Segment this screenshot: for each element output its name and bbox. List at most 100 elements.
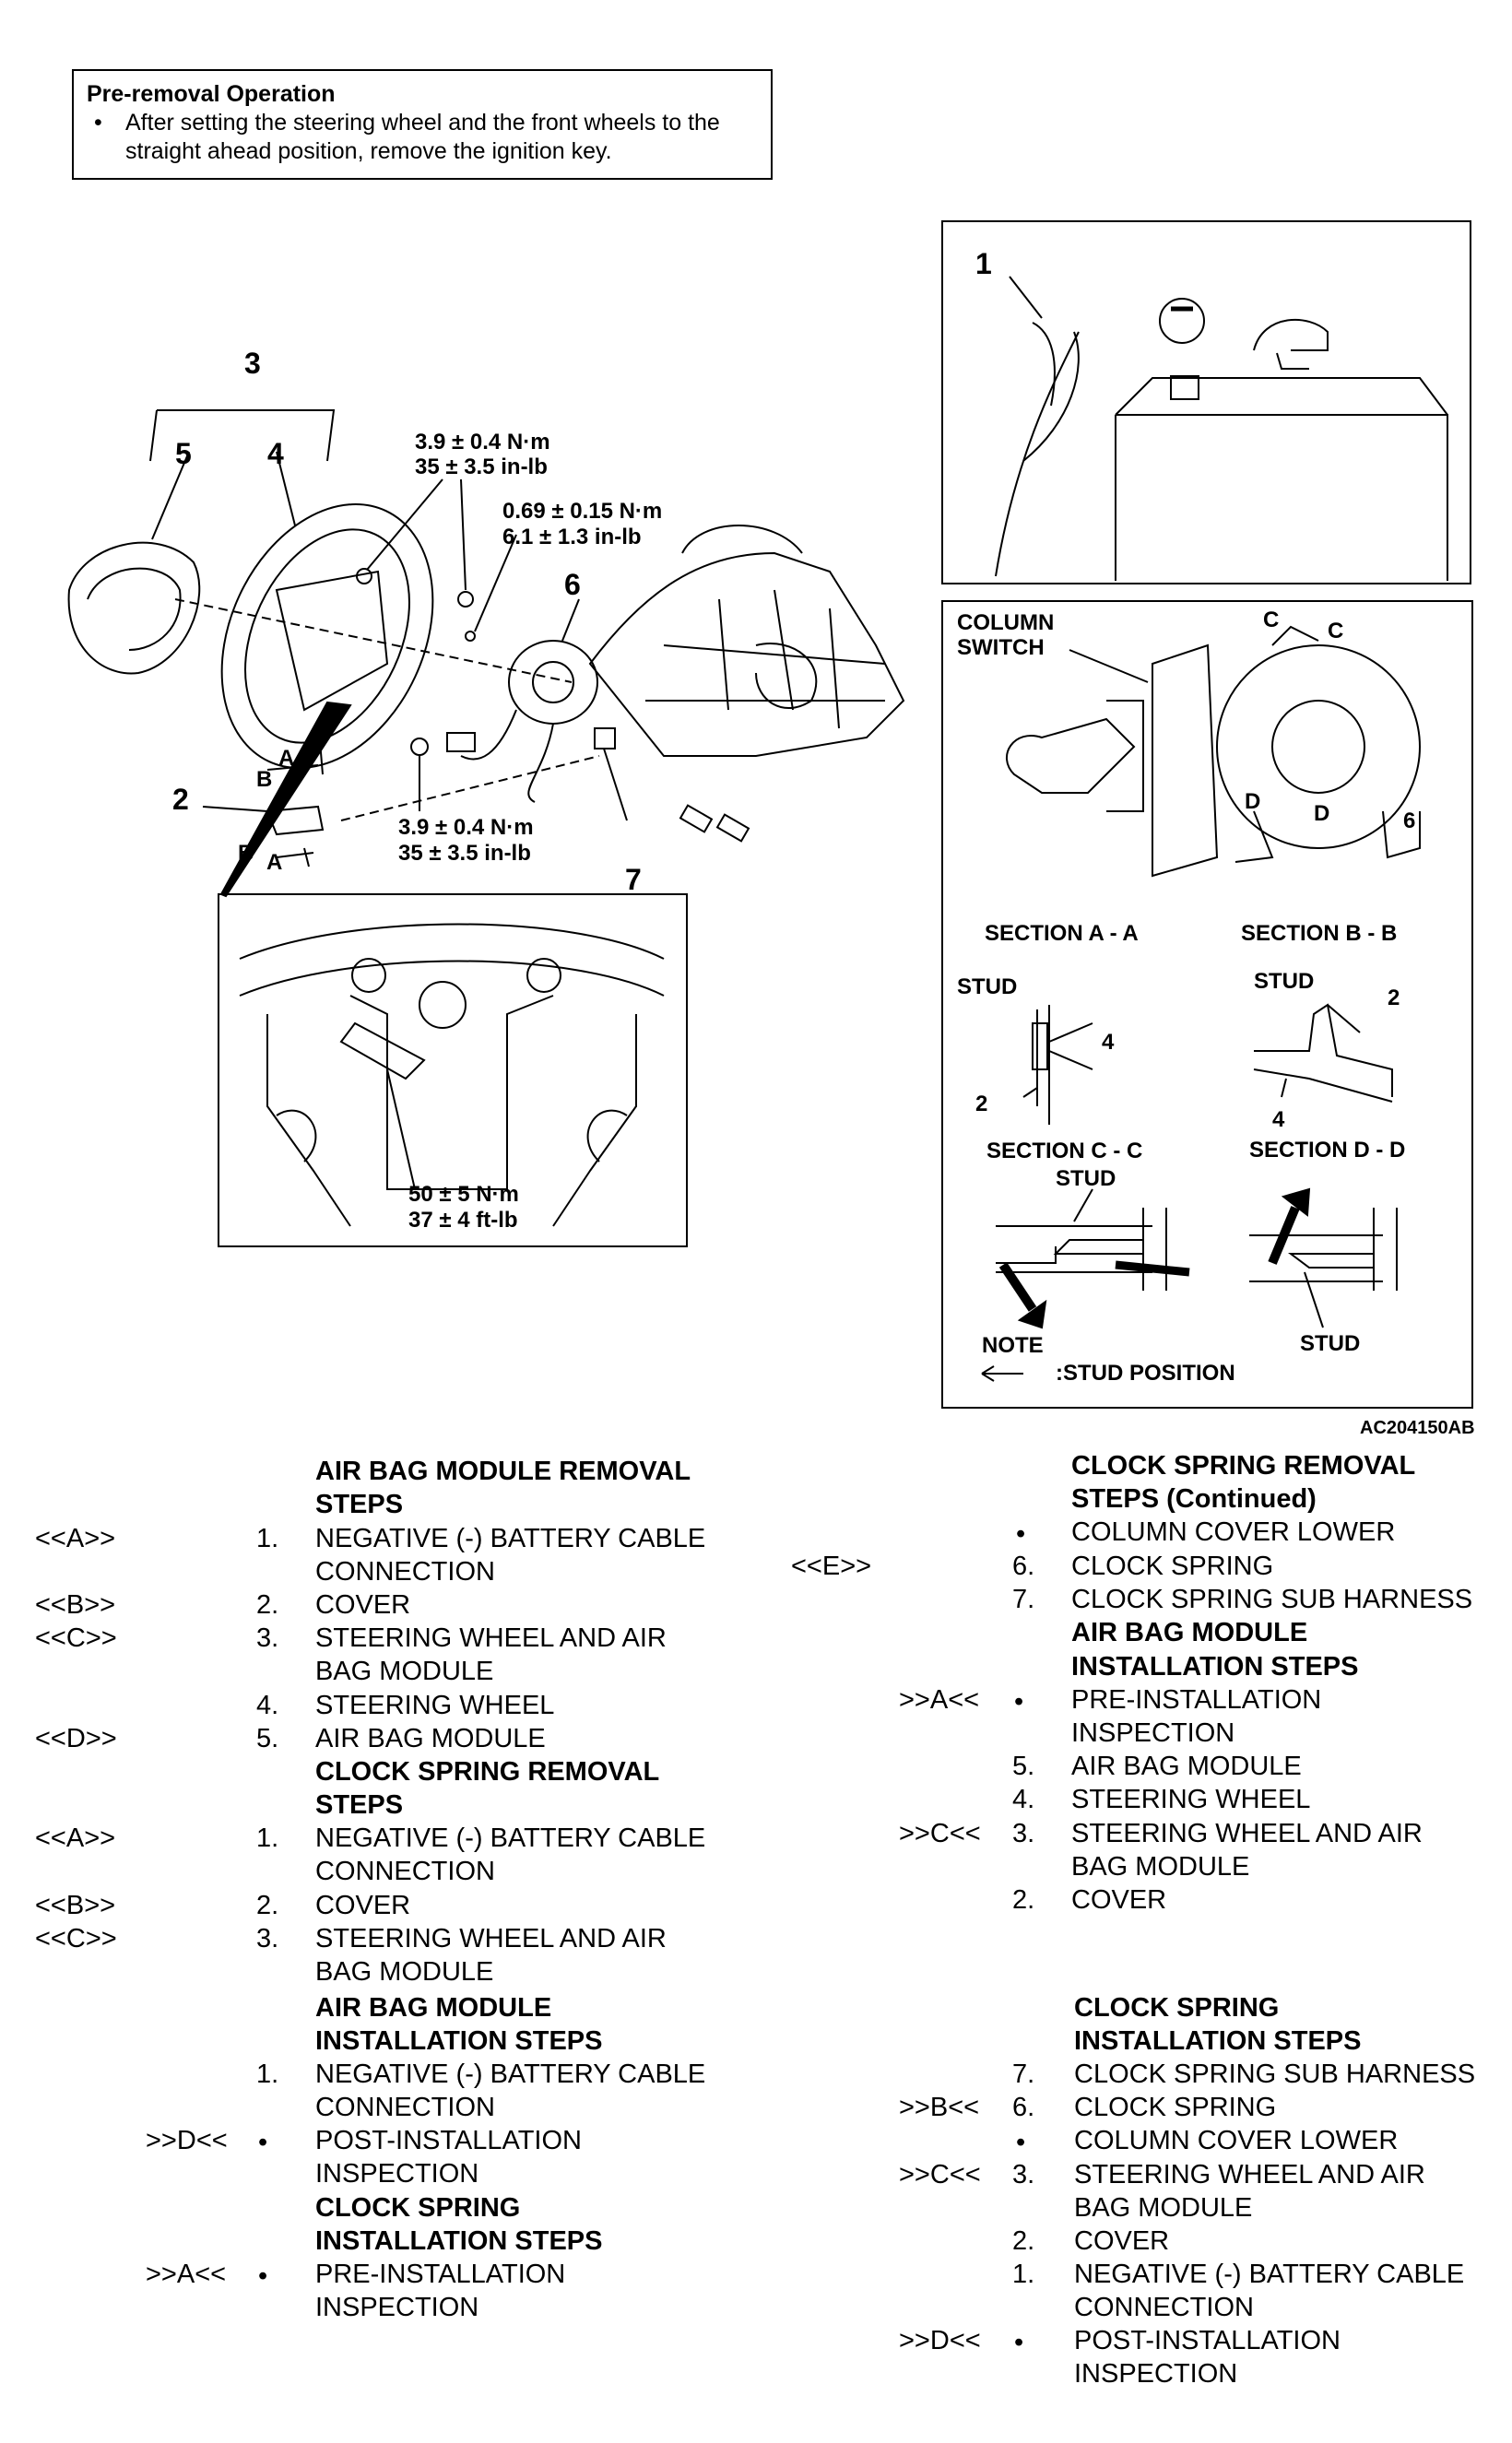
section-aa-title: SECTION A - A [985, 921, 1139, 946]
step-text: COVER [1071, 1885, 1167, 1915]
note-text: :STUD POSITION [1056, 1361, 1235, 1386]
step-text: BAG MODULE [1071, 1852, 1250, 1882]
section-cc-title: SECTION C - C [986, 1139, 1142, 1163]
step-text: BAG MODULE [1074, 2193, 1253, 2223]
right-heading-clock-install-line1: CLOCK SPRING [1074, 1993, 1280, 2023]
clock-spring-front [1216, 644, 1421, 849]
right-heading-clock-removal-line2: STEPS (Continued) [1071, 1484, 1317, 1514]
step-text: STEERING WHEEL AND AIR [315, 1623, 667, 1653]
step-number: 3. [256, 1623, 279, 1653]
step-text: STEERING WHEEL AND AIR [315, 1924, 667, 1953]
step-text: NEGATIVE (-) BATTERY CABLE [315, 2059, 706, 2089]
step-text: CONNECTION [1074, 2293, 1254, 2322]
torque-2-line2: 6.1 ± 1.3 in-lb [502, 525, 642, 549]
step-code: >>C<< [899, 1819, 981, 1848]
bullet-dot: • [1014, 2328, 1024, 2357]
left-heading-airbag-removal-line2: STEPS [315, 1490, 404, 1519]
step-code: <<D>> [35, 1724, 117, 1753]
step-text: NEGATIVE (-) BATTERY CABLE [315, 1524, 706, 1553]
section-dd-arrow-icon [1281, 1187, 1311, 1217]
left-heading-clock-install-line2: INSTALLATION STEPS [315, 2226, 603, 2256]
steering-wheel-shape [220, 502, 434, 770]
step-code: >>D<< [146, 2126, 228, 2155]
step-text: INSPECTION [1071, 1718, 1235, 1748]
torque-2-line1: 0.69 ± 0.15 N·m [502, 499, 662, 524]
torque-3-line2: 35 ± 3.5 in-lb [398, 841, 531, 866]
bullet-dot: • [1016, 1519, 1026, 1549]
left-heading-airbag-removal-line1: AIR BAG MODULE REMOVAL [315, 1457, 691, 1486]
step-text: POST-INSTALLATION [1074, 2326, 1341, 2355]
step-text: COLUMN COVER LOWER [1074, 2126, 1399, 2155]
step-code: <<E>> [791, 1552, 872, 1581]
bullet-dot: • [1014, 1687, 1024, 1717]
torque-4-line1: 50 ± 5 N·m [408, 1182, 519, 1207]
step-text: PRE-INSTALLATION [315, 2260, 566, 2289]
step-text: COVER [315, 1590, 411, 1620]
step-number: 3. [256, 1924, 279, 1953]
leader-5 [151, 451, 190, 540]
step-number: 3. [1012, 2160, 1035, 2189]
step-number: 3. [1012, 1819, 1035, 1848]
step-number: 1. [256, 1524, 279, 1553]
section-aa-num-4: 4 [1102, 1030, 1115, 1055]
section-aa-drawing [1036, 1005, 1050, 1125]
step-number: 2. [1012, 2226, 1035, 2256]
step-text: AIR BAG MODULE [315, 1724, 546, 1753]
leader-4 [276, 451, 296, 526]
step-code: >>A<< [146, 2260, 227, 2289]
step-text: STEERING WHEEL AND AIR [1074, 2160, 1425, 2189]
step-text: COVER [1074, 2226, 1170, 2256]
leader-1 [1009, 276, 1043, 319]
column-switch-label-line2: SWITCH [957, 635, 1045, 660]
pre-removal-title: Pre-removal Operation [87, 81, 336, 107]
step-text: PRE-INSTALLATION [1071, 1685, 1322, 1715]
section-cc-drawing [996, 1208, 1167, 1291]
airbag-module-shape [67, 541, 201, 675]
step-code: >>B<< [899, 2093, 980, 2122]
step-text: CLOCK SPRING SUB HARNESS [1074, 2059, 1476, 2089]
callout-5: 5 [175, 437, 192, 470]
section-letter-b-bottom: B [238, 841, 254, 866]
section-letter-d-2: D [1314, 801, 1329, 826]
step-text: BAG MODULE [315, 1657, 494, 1686]
step-number: 7. [1012, 2059, 1035, 2089]
section-aa-num-2: 2 [975, 1092, 987, 1116]
step-number: 5. [1012, 1752, 1035, 1781]
callout-4: 4 [267, 437, 284, 470]
step-text: POST-INSTALLATION [315, 2126, 582, 2155]
step-number: 4. [1012, 1785, 1035, 1814]
step-number: 1. [256, 2059, 279, 2089]
right-heading-clock-removal-line1: CLOCK SPRING REMOVAL [1071, 1451, 1416, 1481]
step-code: <<A>> [35, 1524, 116, 1553]
right-heading-clock-install-line2: INSTALLATION STEPS [1074, 2026, 1362, 2056]
step-number: 5. [256, 1724, 279, 1753]
step-text: STEERING WHEEL [1071, 1785, 1311, 1814]
battery-minus-symbol [1159, 298, 1205, 344]
torque-4-line2: 37 ± 4 ft-lb [408, 1208, 518, 1233]
step-text: CONNECTION [315, 1857, 495, 1886]
detail-view-box [218, 893, 688, 1247]
section-bb-num-4: 4 [1272, 1107, 1285, 1132]
step-number: 1. [1012, 2260, 1035, 2289]
step-code: >>D<< [899, 2326, 981, 2355]
step-text: CLOCK SPRING [1071, 1552, 1274, 1581]
step-text: COLUMN COVER LOWER [1071, 1517, 1396, 1547]
step-text: CLOCK SPRING SUB HARNESS [1071, 1585, 1473, 1614]
step-code: >>C<< [899, 2160, 981, 2189]
step-code: <<B>> [35, 1891, 116, 1920]
section-dd-stud: STUD [1300, 1331, 1360, 1356]
pre-removal-text-line2: straight ahead position, remove the igni… [125, 138, 612, 164]
steering-wheel-diagram: 3 5 4 2 6 7 1 3.9 ± 0.4 N·m 35 ± 3.5 in-… [67, 220, 1475, 1438]
step-text: BAG MODULE [315, 1957, 494, 1987]
clock-spring-shape [508, 640, 598, 725]
torque-1-line1: 3.9 ± 0.4 N·m [415, 430, 550, 454]
callout-3: 3 [244, 347, 261, 380]
bullet-dot: • [1016, 2128, 1026, 2157]
step-code: <<A>> [35, 1823, 116, 1853]
step-number: 4. [256, 1691, 279, 1720]
leader-6 [561, 598, 580, 642]
step-code: <<B>> [35, 1590, 116, 1620]
callout-6: 6 [564, 568, 581, 601]
section-letter-b-top: B [256, 767, 272, 792]
section-bb-stud: STUD [1254, 969, 1314, 994]
